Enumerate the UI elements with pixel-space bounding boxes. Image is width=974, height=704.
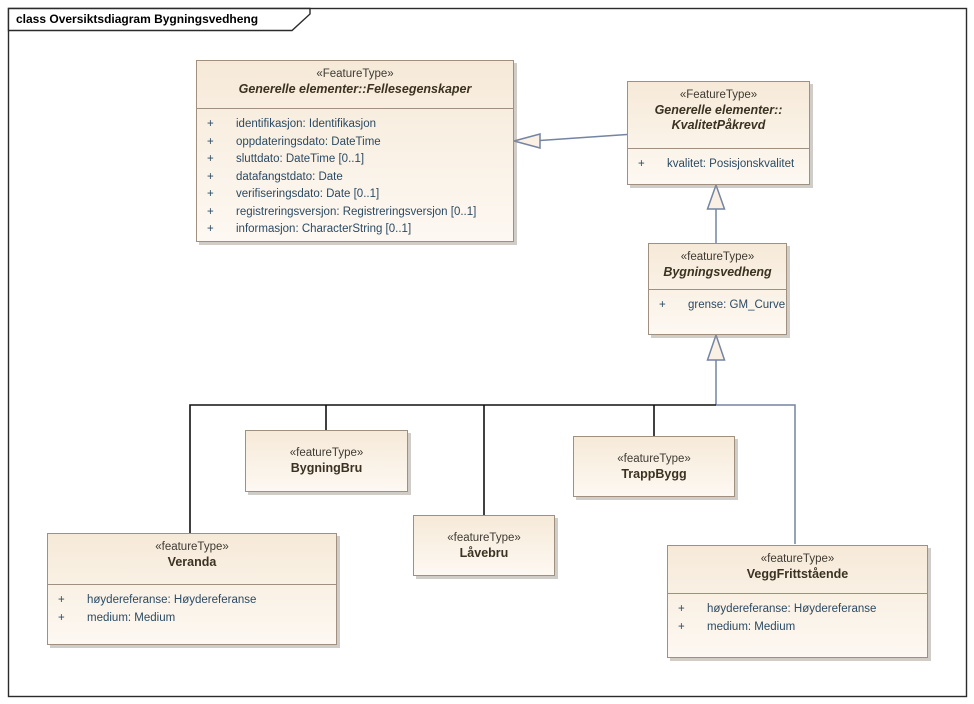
- attributes-compartment: + kvalitet: Posisjonskvalitet: [628, 148, 809, 184]
- visibility-marker: +: [207, 135, 214, 148]
- class-header: «featureType» VeggFrittstående: [668, 546, 927, 593]
- attribute-text: identifikasjon: Identifikasjon: [236, 118, 376, 130]
- class-header: «featureType» Veranda: [48, 534, 336, 584]
- attribute-text: datafangstdato: Date: [236, 170, 343, 183]
- class-box-bygningsvedheng[interactable]: «featureType» Bygningsvedheng + grense: …: [648, 243, 787, 335]
- class-header: «FeatureType» Generelle elementer::Felle…: [197, 61, 513, 108]
- attribute-row: + datafangstdato: Date: [207, 169, 509, 187]
- attribute-row: + oppdateringsdato: DateTime: [207, 134, 509, 152]
- visibility-marker: +: [207, 153, 214, 165]
- stereotype-label: «featureType»: [680, 251, 755, 263]
- attribute-text: sluttdato: DateTime [0..1]: [236, 153, 365, 165]
- attribute-text: verifiseringsdato: Date [0..1]: [236, 188, 380, 200]
- generalization-subclasses-to-bygningsvedheng[interactable]: [706, 332, 796, 544]
- attribute-row: + kvalitet: Posisjonskvalitet: [638, 156, 805, 174]
- class-name: Låvebru: [459, 545, 509, 560]
- class-name: BygningBru: [290, 461, 363, 475]
- class-box-veggfrittstaende[interactable]: «featureType» VeggFrittstående + høydere…: [667, 545, 928, 658]
- tree-connector-bus[interactable]: [189, 404, 716, 533]
- class-box-fellesegenskaper[interactable]: «FeatureType» Generelle elementer::Felle…: [196, 60, 514, 242]
- visibility-marker: +: [207, 205, 214, 218]
- attribute-row: + medium: Medium: [678, 619, 923, 637]
- class-box-veranda[interactable]: «featureType» Veranda + høydereferanse: …: [47, 533, 337, 645]
- class-header: «featureType» Låvebru: [414, 516, 554, 575]
- class-name-line2: KvalitetPåkrevd: [671, 118, 766, 132]
- attribute-row: + verifiseringsdato: Date [0..1]: [207, 186, 509, 204]
- visibility-marker: +: [659, 299, 666, 311]
- attribute-text: høydereferanse: Høydereferanse: [707, 603, 877, 615]
- visibility-marker: +: [678, 603, 685, 615]
- visibility-marker: +: [638, 158, 645, 170]
- class-box-bygningbru[interactable]: «featureType» BygningBru: [245, 430, 408, 492]
- stereotype-label: «featureType»: [760, 553, 835, 565]
- class-box-lavebru[interactable]: «featureType» Låvebru: [413, 515, 555, 576]
- stereotype-label: «featureType»: [447, 531, 521, 544]
- attribute-row: + høydereferanse: Høydereferanse: [58, 592, 332, 610]
- attribute-row: + informasjon: CharacterString [0..1]: [207, 221, 509, 239]
- attribute-text: kvalitet: Posisjonskvalitet: [667, 158, 795, 170]
- stereotype-label: «FeatureType»: [679, 89, 758, 101]
- attribute-text: grense: GM_Curve: [688, 299, 786, 311]
- attribute-text: medium: Medium: [87, 611, 176, 624]
- attribute-text: oppdateringsdato: DateTime: [236, 135, 381, 148]
- diagram-frame: [7, 7, 968, 698]
- stereotype-label: «featureType»: [289, 447, 364, 459]
- attribute-row: + identifikasjon: Identifikasjon: [207, 116, 509, 134]
- connector-veggfrittstaende[interactable]: [716, 404, 796, 544]
- attribute-text: medium: Medium: [707, 620, 796, 633]
- visibility-marker: +: [207, 118, 214, 130]
- generalization-kvalitetpakrevd-to-fellesegenskaper[interactable]: [511, 133, 628, 149]
- class-name: Bygningsvedheng: [663, 265, 772, 279]
- class-box-kvalitetpakrevd[interactable]: «FeatureType» Generelle elementer:: Kval…: [627, 81, 810, 185]
- generalization-bygningsvedheng-to-kvalitetpakrevd[interactable]: [706, 182, 726, 243]
- visibility-marker: +: [58, 611, 65, 624]
- attributes-compartment: + høydereferanse: Høydereferanse + mediu…: [48, 584, 336, 644]
- attribute-row: + høydereferanse: Høydereferanse: [678, 601, 923, 619]
- stereotype-label: «FeatureType»: [316, 68, 394, 80]
- attributes-compartment: + identifikasjon: Identifikasjon + oppda…: [197, 108, 513, 241]
- attributes-compartment: + høydereferanse: Høydereferanse + mediu…: [668, 593, 927, 657]
- attribute-text: registreringsversjon: Registreringsversj…: [236, 205, 477, 218]
- visibility-marker: +: [207, 223, 214, 235]
- class-name: TrappBygg: [621, 466, 687, 481]
- class-header: «featureType» BygningBru: [246, 431, 407, 491]
- stereotype-label: «featureType»: [155, 541, 229, 553]
- attributes-compartment: + grense: GM_Curve: [649, 289, 786, 334]
- class-box-trappbygg[interactable]: «featureType» TrappBygg: [573, 436, 735, 497]
- visibility-marker: +: [207, 188, 214, 200]
- connector-veranda[interactable]: [189, 404, 716, 533]
- attribute-text: informasjon: CharacterString [0..1]: [236, 223, 412, 235]
- attribute-row: + registreringsversjon: Registreringsver…: [207, 204, 509, 222]
- class-name: Veranda: [167, 555, 217, 569]
- attribute-text: høydereferanse: Høydereferanse: [87, 594, 257, 606]
- class-header: «featureType» Bygningsvedheng: [649, 244, 786, 289]
- visibility-marker: +: [207, 170, 214, 183]
- stereotype-label: «featureType»: [617, 452, 691, 465]
- attribute-row: + grense: GM_Curve: [659, 297, 786, 315]
- class-name: Generelle elementer::Fellesegenskaper: [238, 82, 472, 96]
- visibility-marker: +: [58, 594, 65, 606]
- class-header: «FeatureType» Generelle elementer:: Kval…: [628, 82, 809, 148]
- class-name: VeggFrittstående: [746, 567, 849, 581]
- visibility-marker: +: [678, 620, 685, 633]
- class-header: «featureType» TrappBygg: [574, 437, 734, 496]
- attribute-row: + medium: Medium: [58, 610, 332, 628]
- attribute-row: + sluttdato: DateTime [0..1]: [207, 151, 509, 169]
- diagram-title-tab: [7, 7, 311, 32]
- class-name: Generelle elementer::: [654, 103, 783, 117]
- diagram-title: class Oversiktsdiagram Bygningsvedheng: [16, 12, 259, 26]
